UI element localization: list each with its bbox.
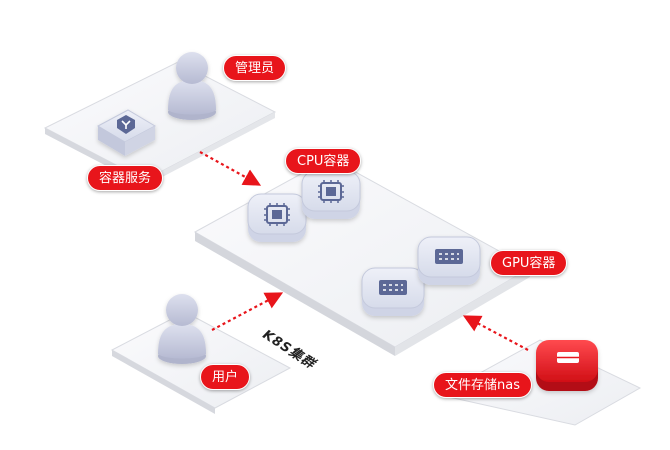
cpu-chip-icon [247,193,307,242]
storage-label: 文件存储nas [433,372,532,398]
user-person-icon [158,294,206,364]
user-platform [110,311,292,414]
gpu-chip-icon [361,267,425,316]
storage-box-icon [536,340,598,391]
admin-label: 管理员 [223,55,287,81]
admin-platform [43,61,277,186]
user-label: 用户 [200,364,251,390]
container-service-label: 容器服务 [87,165,164,191]
arrow-admin-to-cluster [199,151,262,186]
admin-person-icon [168,52,216,120]
arrow-user-to-cluster [211,292,284,331]
arrow-storage-to-cluster [462,315,529,351]
container-service-icon [96,109,157,156]
gpu-chip-icon [417,236,481,285]
gpu-container-label: GPU容器 [490,250,568,276]
cpu-container-label: CPU容器 [285,148,362,174]
cpu-chip-icon [301,170,361,219]
